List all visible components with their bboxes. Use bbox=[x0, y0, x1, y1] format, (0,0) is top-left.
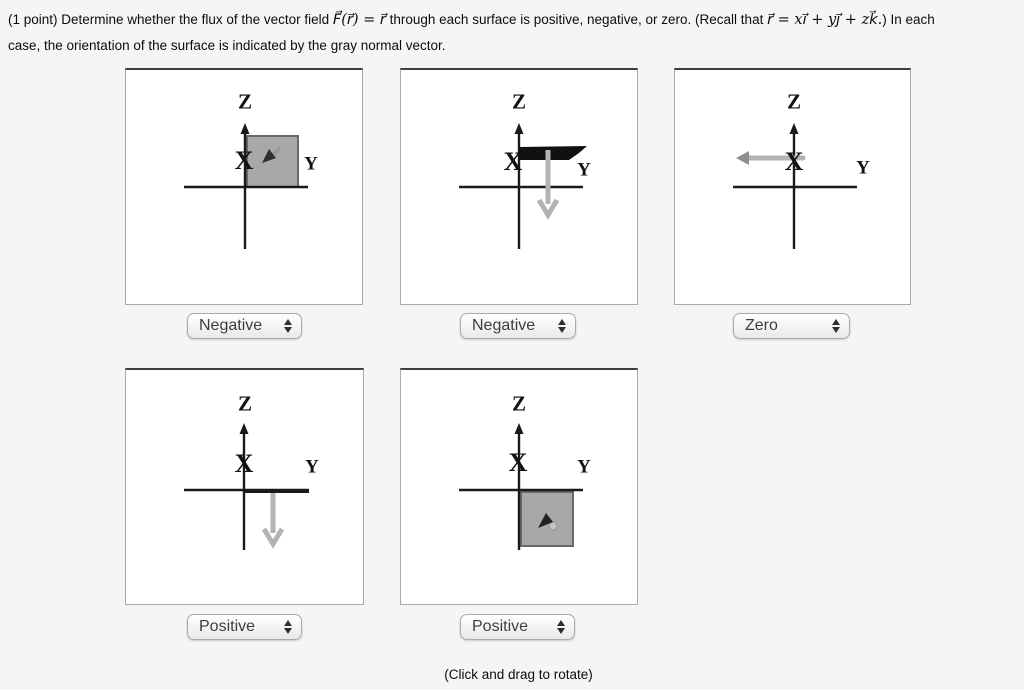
flux-figure-4[interactable]: Z X Y bbox=[125, 368, 364, 605]
z-axis-arrowhead bbox=[514, 123, 524, 134]
x-axis-label: X bbox=[234, 146, 254, 175]
y-axis-label: Y bbox=[577, 456, 591, 478]
z-axis-label: Z bbox=[511, 391, 527, 416]
z-axis-arrowhead bbox=[514, 423, 524, 434]
answer-select-2[interactable]: Negative bbox=[460, 313, 576, 339]
x-axis-label: X bbox=[234, 449, 254, 478]
z-axis-label: Z bbox=[786, 89, 802, 114]
answer-select-1[interactable]: Negative bbox=[187, 313, 302, 339]
x-axis-label: X bbox=[784, 147, 804, 176]
rotate-hint-caption: (Click and drag to rotate) bbox=[444, 667, 593, 682]
select-stepper-icon bbox=[284, 620, 292, 634]
select-stepper-icon bbox=[558, 319, 566, 333]
y-axis-label: Y bbox=[305, 456, 319, 478]
answer-select-4[interactable]: Positive bbox=[187, 614, 302, 640]
figure-3-canvas bbox=[733, 123, 857, 249]
flux-figure-3[interactable]: Z X Y bbox=[674, 68, 911, 305]
select-stepper-icon bbox=[557, 620, 565, 634]
answer-select-1-value: Negative bbox=[199, 317, 263, 334]
surface-plate bbox=[519, 146, 587, 160]
problem-text: ) In each bbox=[882, 12, 935, 27]
z-axis-label: Z bbox=[511, 89, 527, 114]
y-axis-label: Y bbox=[577, 159, 591, 181]
z-axis-arrowhead bbox=[789, 123, 799, 134]
select-stepper-icon bbox=[284, 319, 292, 333]
problem-statement: (1 point) Determine whether the flux of … bbox=[8, 7, 1020, 58]
problem-line-1: (1 point) Determine whether the flux of … bbox=[8, 7, 1020, 33]
flux-figure-2[interactable]: Z X Y bbox=[400, 68, 638, 305]
answer-select-5[interactable]: Positive bbox=[460, 614, 575, 640]
answer-select-5-value: Positive bbox=[472, 618, 529, 635]
normal-arrow-head bbox=[736, 151, 749, 165]
problem-line-2: case, the orientation of the surface is … bbox=[8, 38, 446, 53]
math-vector-field: F⃗(r⃗) = r⃗ bbox=[332, 12, 386, 28]
problem-text: (1 point) Determine whether the flux of … bbox=[8, 12, 333, 27]
normal-arrow-tail bbox=[548, 521, 558, 531]
answer-select-2-value: Negative bbox=[472, 317, 536, 334]
z-axis-label: Z bbox=[237, 89, 253, 114]
select-stepper-icon bbox=[832, 319, 840, 333]
surface-square bbox=[246, 135, 299, 188]
y-axis-label: Y bbox=[304, 153, 318, 175]
math-recall-r: r⃗ = xi⃗ + yj⃗ + zk⃗. bbox=[767, 12, 883, 28]
normal-arrow-head bbox=[261, 527, 285, 549]
answer-select-4-value: Positive bbox=[199, 618, 256, 635]
normal-arrow-head bbox=[536, 198, 560, 220]
figure-1-canvas bbox=[184, 123, 308, 249]
z-axis-label: Z bbox=[237, 391, 253, 416]
flux-figure-5[interactable]: Z X Y bbox=[400, 368, 638, 605]
normal-arrow-head bbox=[538, 513, 553, 528]
y-axis-label: Y bbox=[856, 157, 870, 179]
flux-figure-1[interactable]: Z X Y bbox=[125, 68, 363, 305]
x-axis-label: X bbox=[503, 147, 523, 176]
normal-arrow-head bbox=[262, 149, 276, 163]
figure-4-canvas bbox=[184, 423, 309, 550]
z-axis-arrowhead bbox=[240, 123, 250, 134]
z-axis-arrowhead bbox=[239, 423, 249, 434]
figure-5-canvas bbox=[459, 423, 583, 550]
problem-text: through each surface is positive, negati… bbox=[385, 12, 768, 27]
answer-select-3-value: Zero bbox=[745, 317, 778, 334]
x-axis-label: X bbox=[508, 448, 528, 477]
figure-2-canvas bbox=[459, 123, 587, 249]
answer-select-3[interactable]: Zero bbox=[733, 313, 850, 339]
